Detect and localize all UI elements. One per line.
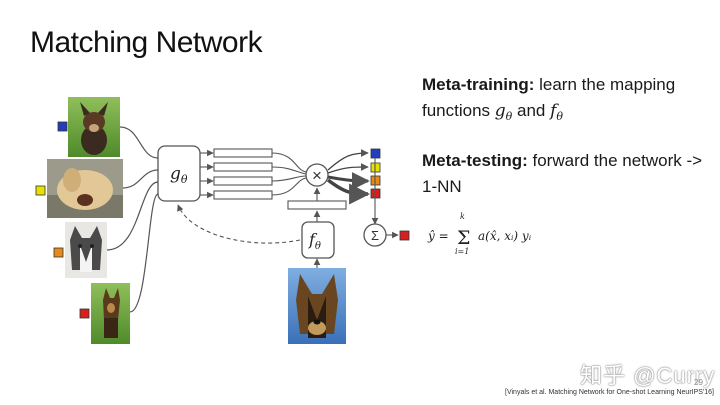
page-number: 29 bbox=[694, 378, 703, 387]
slide-title: Matching Network bbox=[30, 26, 263, 59]
query-embedding bbox=[287, 200, 347, 210]
support-label-blue bbox=[57, 121, 68, 132]
citation: [Vinyals et al. Matching Network for One… bbox=[505, 389, 714, 396]
meta-testing-text: Meta-testing: forward the network -> 1-N… bbox=[422, 148, 712, 200]
product-symbol: × bbox=[312, 166, 322, 185]
support-to-g-edges bbox=[106, 126, 159, 313]
sum-symbol: Σ bbox=[371, 228, 379, 243]
shared-weights-dashed-arrow bbox=[177, 204, 301, 244]
and-word: and bbox=[512, 101, 551, 120]
predicted-label-red bbox=[399, 230, 410, 241]
support-label-orange bbox=[53, 247, 64, 258]
meta-testing-description: forward the network -> 1-NN bbox=[422, 151, 703, 196]
dog-photo-chihuahua bbox=[68, 97, 120, 157]
support-embeddings bbox=[213, 148, 273, 200]
svg-text:a(x̂, xᵢ) yᵢ: a(x̂, xᵢ) yᵢ bbox=[478, 229, 532, 243]
g-theta-symbol: gθ bbox=[170, 164, 188, 186]
svg-text:ŷ =: ŷ = bbox=[427, 229, 449, 243]
support-label-yellow bbox=[35, 185, 46, 196]
meta-testing-label: Meta-testing: bbox=[422, 151, 528, 170]
dog-photo-husky bbox=[65, 222, 107, 278]
dog-photo-shepherd-small bbox=[91, 283, 130, 344]
g-theta-inline: gθ bbox=[494, 101, 513, 123]
product-node bbox=[305, 163, 329, 187]
svg-text:k: k bbox=[460, 212, 465, 221]
f-theta-symbol: fθ bbox=[308, 230, 321, 252]
support-label-red bbox=[79, 308, 90, 319]
g-theta-box bbox=[157, 145, 201, 202]
meta-training-label: Meta-training: bbox=[422, 75, 535, 94]
svg-text:Σ: Σ bbox=[457, 227, 470, 249]
output-label-blue bbox=[370, 148, 381, 159]
attention-edges bbox=[326, 149, 371, 205]
g-to-embeddings-arrows bbox=[200, 149, 214, 199]
f-theta-inline: fθ bbox=[550, 101, 564, 123]
dog-photo-shepherd-query bbox=[288, 268, 346, 344]
f-theta-box bbox=[301, 221, 335, 259]
meta-training-text: Meta-training: learn the mapping functio… bbox=[422, 72, 712, 130]
dog-photo-labrador bbox=[47, 159, 123, 218]
embeddings-to-product-edges bbox=[271, 152, 307, 196]
prediction-formula: ŷ = Σ k i=1 a(x̂, xᵢ) yᵢ bbox=[427, 212, 532, 256]
meta-training-description: learn the mapping functions bbox=[422, 75, 676, 120]
zhihu-watermark: 知乎 @Curry bbox=[580, 363, 716, 388]
svg-text:i=1: i=1 bbox=[455, 247, 469, 256]
